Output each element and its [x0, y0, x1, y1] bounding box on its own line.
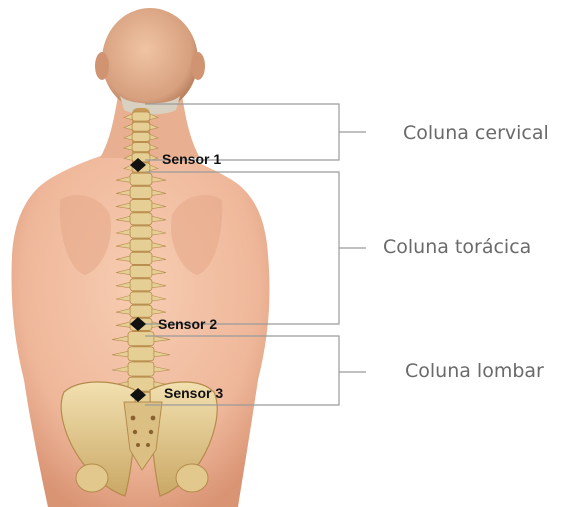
- sensor-1-label: Sensor 1: [162, 151, 221, 167]
- cervical-region-label: Coluna cervical: [403, 122, 549, 144]
- vertebra: [130, 239, 152, 251]
- sacral-foramen: [149, 430, 153, 434]
- vertebra: [130, 279, 152, 291]
- vertebra: [132, 132, 150, 141]
- vertebra: [130, 173, 152, 185]
- vertebra: [132, 122, 150, 131]
- head: [102, 8, 198, 112]
- right-femur-head: [176, 464, 208, 492]
- vertebra: [130, 292, 152, 304]
- vertebra: [130, 200, 152, 212]
- sacral-foramen: [146, 443, 150, 447]
- lumbar-region-label: Coluna lombar: [405, 360, 544, 382]
- vertebra: [128, 332, 154, 346]
- vertebra: [130, 226, 152, 238]
- sacral-foramen: [133, 430, 137, 434]
- vertebra: [128, 362, 154, 376]
- vertebra: [128, 347, 154, 361]
- vertebra: [130, 252, 152, 264]
- sacral-foramen: [151, 416, 156, 421]
- left-femur-head: [76, 464, 108, 492]
- thoracic-region-label: Coluna torácica: [383, 236, 531, 258]
- vertebra: [132, 112, 150, 121]
- sensor-3-label: Sensor 3: [164, 385, 223, 401]
- vertebra: [130, 186, 152, 198]
- sacral-foramen: [136, 443, 140, 447]
- vertebra: [132, 143, 150, 152]
- vertebra: [130, 266, 152, 278]
- sensor-2-label: Sensor 2: [158, 316, 217, 332]
- right-ear: [191, 52, 205, 80]
- vertebra: [130, 213, 152, 225]
- sacral-foramen: [131, 416, 136, 421]
- left-ear: [95, 52, 109, 80]
- vertebra: [130, 305, 152, 317]
